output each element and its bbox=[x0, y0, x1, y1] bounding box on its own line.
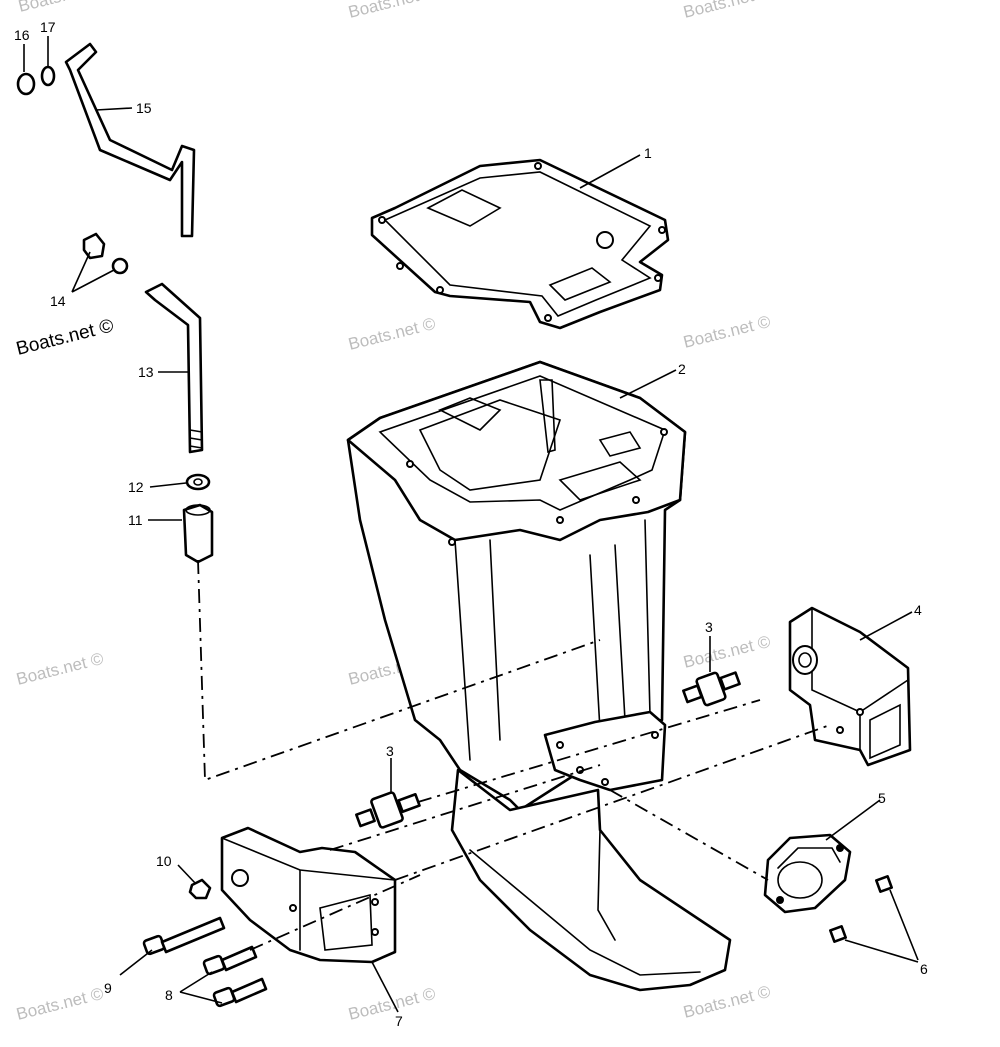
callout-13: 13 bbox=[138, 364, 154, 380]
rubber-mount-lower-part-3 bbox=[355, 791, 421, 829]
callout-5: 5 bbox=[878, 790, 886, 806]
cover-part-5 bbox=[763, 833, 852, 914]
watermark-2: Boats.net © bbox=[346, 0, 437, 22]
gasket-part-1 bbox=[370, 158, 670, 330]
watermark-4: Boats.net © bbox=[346, 314, 437, 354]
callout-labels: 1 2 3 3 4 5 6 7 8 9 10 11 12 13 14 15 16… bbox=[14, 19, 928, 1029]
link-rod-part-15 bbox=[64, 42, 196, 238]
watermark-3: Boats.net © bbox=[681, 0, 772, 22]
watermark-10: Boats.net © bbox=[346, 984, 437, 1024]
lower-bracket-part-7 bbox=[220, 826, 397, 964]
callout-8: 8 bbox=[165, 987, 173, 1003]
bolt-part-9 bbox=[142, 916, 226, 956]
bolts-part-8 bbox=[202, 945, 268, 1008]
callout-17: 17 bbox=[40, 19, 56, 35]
washer-part-16 bbox=[16, 72, 36, 96]
callout-11: 11 bbox=[128, 512, 143, 528]
leader-lines bbox=[23, 36, 919, 1013]
watermark-main: Boats.net © bbox=[14, 315, 116, 359]
callout-16: 16 bbox=[14, 27, 30, 43]
watermark-6: Boats.net © bbox=[14, 649, 105, 689]
callout-4: 4 bbox=[914, 602, 922, 618]
rubber-mount-upper-part-3 bbox=[682, 671, 741, 707]
spacer-part-11 bbox=[182, 503, 214, 564]
alignment-lines bbox=[197, 559, 831, 951]
rod-part-13 bbox=[144, 282, 204, 454]
callout-14: 14 bbox=[50, 293, 66, 309]
callout-7: 7 bbox=[395, 1013, 403, 1029]
callout-2: 2 bbox=[678, 361, 686, 377]
watermark-5: Boats.net © bbox=[681, 312, 772, 352]
callout-3-lower: 3 bbox=[386, 743, 394, 759]
watermark-8: Boats.net © bbox=[681, 632, 772, 672]
callout-3-upper: 3 bbox=[705, 619, 713, 635]
nut-part-12 bbox=[185, 473, 211, 491]
fasteners-part-14 bbox=[82, 232, 129, 275]
watermark-11: Boats.net © bbox=[681, 982, 772, 1022]
nut-part-10 bbox=[188, 878, 212, 900]
callout-9: 9 bbox=[104, 980, 112, 996]
bolts-part-6 bbox=[829, 875, 893, 943]
watermark-1: Boats.net © bbox=[16, 0, 107, 16]
driveshaft-housing-part-2 bbox=[346, 360, 732, 992]
callout-12: 12 bbox=[128, 479, 144, 495]
callout-10: 10 bbox=[156, 853, 172, 869]
callout-15: 15 bbox=[136, 100, 152, 116]
callout-6: 6 bbox=[920, 961, 928, 977]
mount-bracket-part-4 bbox=[788, 606, 912, 767]
clip-part-17 bbox=[40, 65, 56, 87]
callout-1: 1 bbox=[644, 145, 652, 161]
watermark-9: Boats.net © bbox=[14, 984, 105, 1024]
